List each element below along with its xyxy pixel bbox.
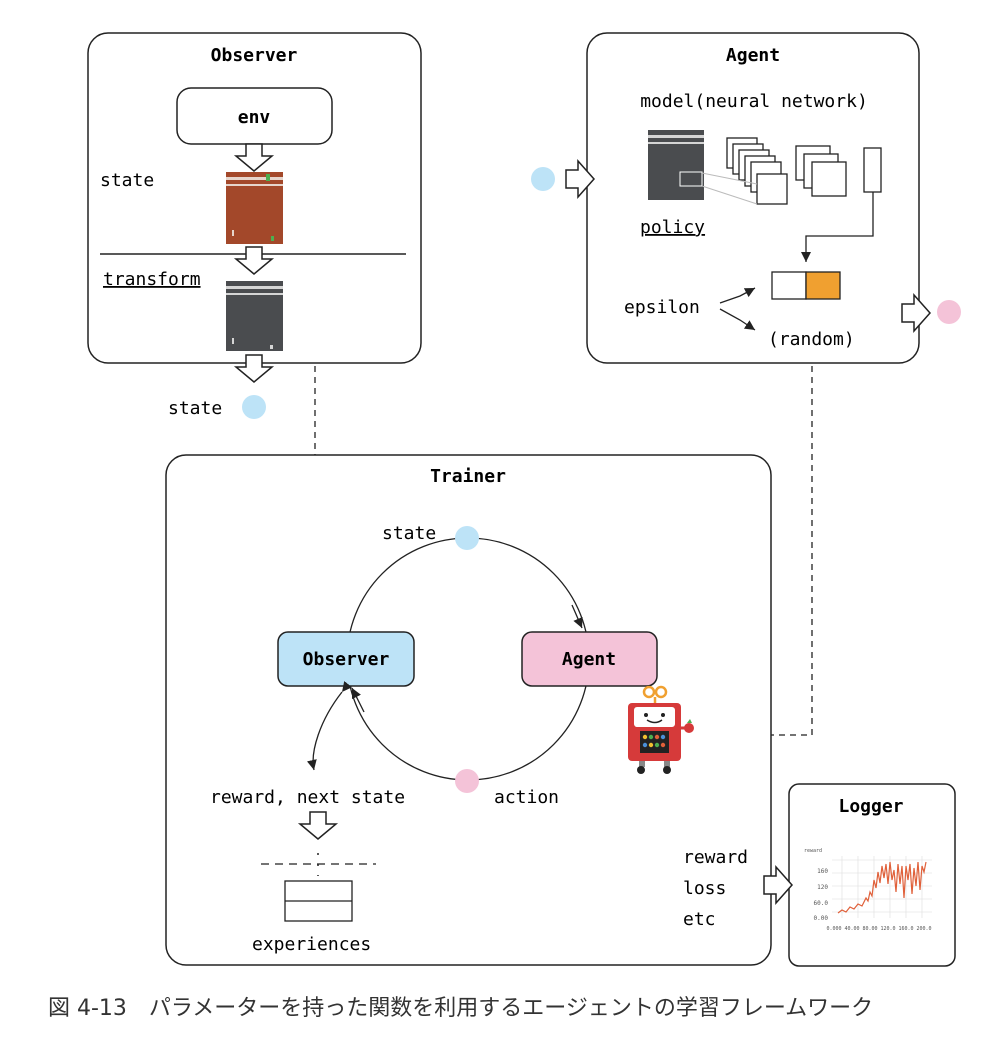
observer-panel-title: Observer [211, 45, 298, 66]
policy-label: policy [640, 217, 705, 238]
logger-input-loss: loss [683, 878, 726, 899]
logger-plot-title: reward [804, 848, 822, 854]
down-arrow-icon [233, 246, 275, 275]
logger-x-tick: 160.0 [898, 926, 913, 932]
model-label: model(neural network) [640, 91, 868, 112]
policy-to-epsilon-arrow [801, 192, 874, 262]
observer-node: Observer [277, 631, 415, 687]
down-arrow-icon [233, 143, 275, 172]
env-label: env [238, 107, 271, 128]
trainer-panel-title: Trainer [430, 466, 506, 487]
logger-panel: Logger reward loss etc reward 160 120 60… [683, 783, 956, 967]
figure-caption: 図 4-13 パラメーターを持った関数を利用するエージェントの学習フレームワーク [48, 996, 874, 1021]
logger-x-tick: 80.00 [862, 926, 877, 932]
agent-panel: Agent model(neural network) policy [531, 32, 961, 364]
right-arrow-icon [763, 865, 794, 905]
logger-y-tick: 60.0 [814, 900, 829, 907]
observer-state-label: state [100, 170, 154, 191]
logger-y-tick: 120 [817, 884, 828, 891]
observer-reward-double-arrow [306, 681, 353, 771]
cycle-arrow-to-observer [351, 687, 365, 713]
agent-node-label: Agent [562, 649, 616, 670]
epsilon-label: epsilon [624, 297, 700, 318]
state-dot-icon [242, 395, 266, 419]
action-label: action [494, 787, 559, 808]
trainer-panel: Trainer state Observer Agent action rewa… [165, 454, 772, 966]
state-dot-icon [455, 526, 479, 550]
random-label: (random) [768, 329, 855, 350]
logger-input-etc: etc [683, 909, 716, 930]
logger-input-reward: reward [683, 847, 748, 868]
epsilon-branch-down-arrow [719, 308, 756, 331]
experiences-label: experiences [252, 934, 371, 955]
action-dot-icon [455, 769, 479, 793]
reward-next-state-label: reward, next state [210, 787, 405, 808]
experience-buffer-icon [284, 880, 353, 922]
logger-x-tick: 0.000 [826, 926, 841, 932]
right-arrow-icon [901, 293, 932, 333]
epsilon-bar [771, 271, 841, 300]
logger-reward-line [837, 861, 927, 914]
logger-x-tick: 120.0 [880, 926, 895, 932]
trainer-state-label: state [382, 523, 436, 544]
agent-panel-title: Agent [726, 45, 780, 66]
agent-to-robot-dashed-arrow [708, 366, 813, 740]
transformed-frame-image [226, 281, 283, 351]
state-dot-icon [531, 167, 555, 191]
logger-y-tick: 0.00 [814, 915, 829, 922]
transform-label: transform [103, 269, 201, 290]
logger-reward-plot: reward 160 120 60.0 0.00 0.000 40.00 80.… [804, 848, 932, 932]
down-arrow-icon [297, 811, 339, 840]
logger-panel-title: Logger [838, 796, 903, 817]
env-box: env [176, 87, 333, 145]
model-input-frame-image [648, 130, 704, 200]
logger-y-tick: 160 [817, 868, 828, 875]
observer-node-label: Observer [303, 649, 390, 670]
raw-frame-image [226, 172, 283, 244]
right-arrow-icon [565, 159, 596, 199]
observer-output-state-label: state [168, 398, 222, 419]
agent-node: Agent [521, 631, 658, 687]
down-arrow-icon [233, 354, 275, 383]
observer-panel: Observer env state transform state [87, 32, 422, 419]
logger-x-tick: 40.00 [844, 926, 859, 932]
action-dot-icon [937, 300, 961, 324]
robot-mascot-icon [628, 685, 694, 774]
conv-layers-icon [701, 137, 882, 205]
cycle-arrow-to-agent [571, 604, 583, 629]
logger-x-tick: 200.0 [916, 926, 931, 932]
epsilon-branch-up-arrow [719, 287, 756, 304]
